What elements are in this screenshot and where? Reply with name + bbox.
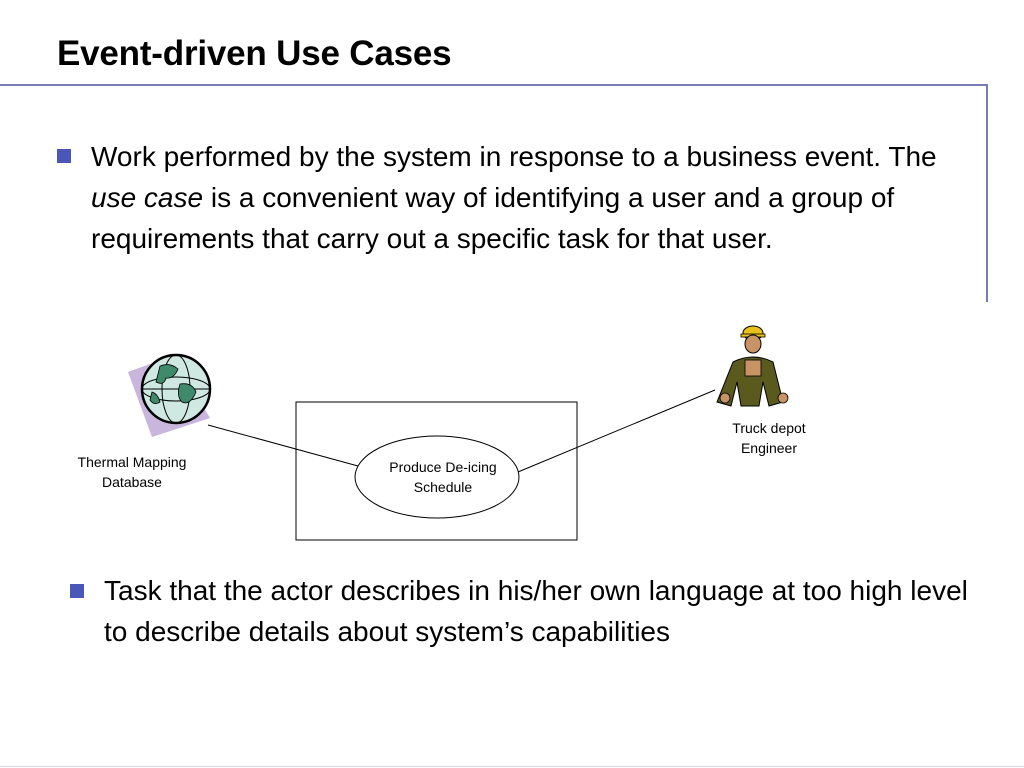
worker-icon <box>716 325 789 407</box>
bullet-marker-1 <box>57 149 71 163</box>
actor-label-engineer: Truck depot Engineer <box>699 418 839 458</box>
association-right <box>517 389 716 473</box>
actor-label-database-line-1: Thermal Mapping <box>77 454 187 470</box>
bullet-text-2: Task that the actor describes in his/her… <box>104 575 968 647</box>
bullet-1-part-2: is a convenient way of identifying a use… <box>91 182 895 254</box>
actor-label-engineer-line-2: Engineer <box>740 440 798 456</box>
slide-title: Event-driven Use Cases <box>57 34 452 73</box>
actor-label-engineer-line-1: Truck depot <box>732 420 806 436</box>
system-boundary <box>295 401 578 541</box>
use-case-label: Produce De-icing Schedule <box>365 457 521 497</box>
globe-database-icon <box>128 353 212 437</box>
actor-label-database: Thermal Mapping Database <box>52 452 212 492</box>
bullet-1-part-1: Work performed by the system in response… <box>91 141 937 172</box>
use-case-label-line-2: Schedule <box>413 479 473 495</box>
bullet-marker-2 <box>70 584 84 598</box>
use-case-ellipse <box>354 435 520 519</box>
footer-rule <box>0 766 1024 767</box>
use-case-label-line-1: Produce De-icing <box>389 459 497 475</box>
bullet-text-1: Work performed by the system in response… <box>91 136 971 259</box>
association-left <box>207 424 359 467</box>
frame-right-rule <box>986 84 988 302</box>
actor-label-database-line-2: Database <box>102 474 162 490</box>
frame-top-rule <box>0 84 988 86</box>
use-case-diagram <box>128 325 789 541</box>
bullet-1-emphasis: use case <box>91 182 204 213</box>
